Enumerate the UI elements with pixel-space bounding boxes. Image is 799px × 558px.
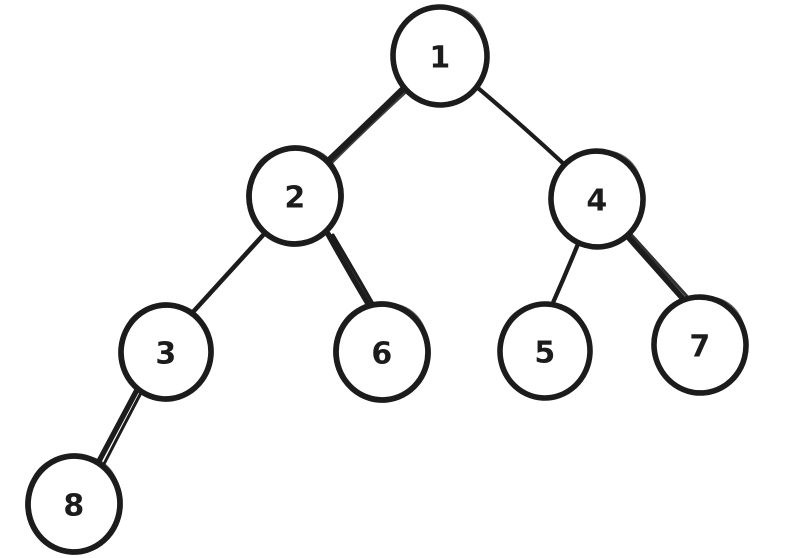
node-8-label: 8: [63, 489, 84, 524]
edge-3-8-stroke-b: [102, 388, 144, 467]
node-1[interactable]: 1: [390, 4, 491, 108]
node-2-sketch-overlay: [248, 146, 342, 192]
node-7-label: 7: [689, 330, 710, 365]
node-6[interactable]: 6: [332, 300, 432, 404]
node-6-label: 6: [371, 337, 392, 372]
edge-1-2-stroke-b: [327, 89, 409, 167]
node-7-sketch-overlay: [653, 295, 747, 341]
node-6-sketch-overlay: [335, 302, 429, 348]
node-2-label: 2: [284, 181, 305, 216]
node-4-label: 4: [586, 184, 607, 219]
node-5[interactable]: 5: [497, 301, 593, 401]
node-1-sketch-overlay: [391, 5, 488, 54]
edge-2-6-stroke-a: [325, 231, 373, 310]
edge-1-2: [323, 84, 409, 167]
node-4[interactable]: 4: [545, 146, 648, 252]
edge-2-6: [325, 231, 378, 311]
edge-1-4: [475, 85, 569, 169]
node-3[interactable]: 3: [117, 301, 215, 402]
edge-4-5: [549, 241, 581, 308]
edge-2-3-stroke-a: [190, 230, 268, 315]
edge-1-4-stroke-a: [475, 85, 569, 169]
edge-3-8-stroke-a: [95, 385, 141, 466]
node-5-label: 5: [534, 336, 555, 371]
node-3-sketch-overlay: [120, 303, 211, 348]
edge-4-7-stroke-a: [626, 235, 688, 304]
edge-2-3: [190, 230, 268, 315]
edge-1-2-stroke-a: [323, 84, 408, 166]
node-8[interactable]: 8: [25, 453, 123, 555]
node-8-sketch-overlay: [27, 454, 121, 500]
node-1-label: 1: [429, 41, 450, 76]
node-5-sketch-overlay: [499, 302, 590, 347]
edge-4-5-stroke-a: [549, 241, 581, 308]
node-2[interactable]: 2: [244, 143, 346, 248]
node-group: 1 2 4 3 6 5: [25, 4, 751, 555]
node-7[interactable]: 7: [649, 292, 751, 397]
edge-2-6-stroke-b: [331, 233, 378, 311]
edge-4-7: [626, 233, 691, 304]
edge-4-7-stroke-b: [630, 233, 691, 301]
edge-3-8: [95, 385, 144, 467]
edge-group: [95, 84, 691, 467]
node-3-label: 3: [155, 337, 176, 372]
node-4-sketch-overlay: [550, 149, 644, 195]
